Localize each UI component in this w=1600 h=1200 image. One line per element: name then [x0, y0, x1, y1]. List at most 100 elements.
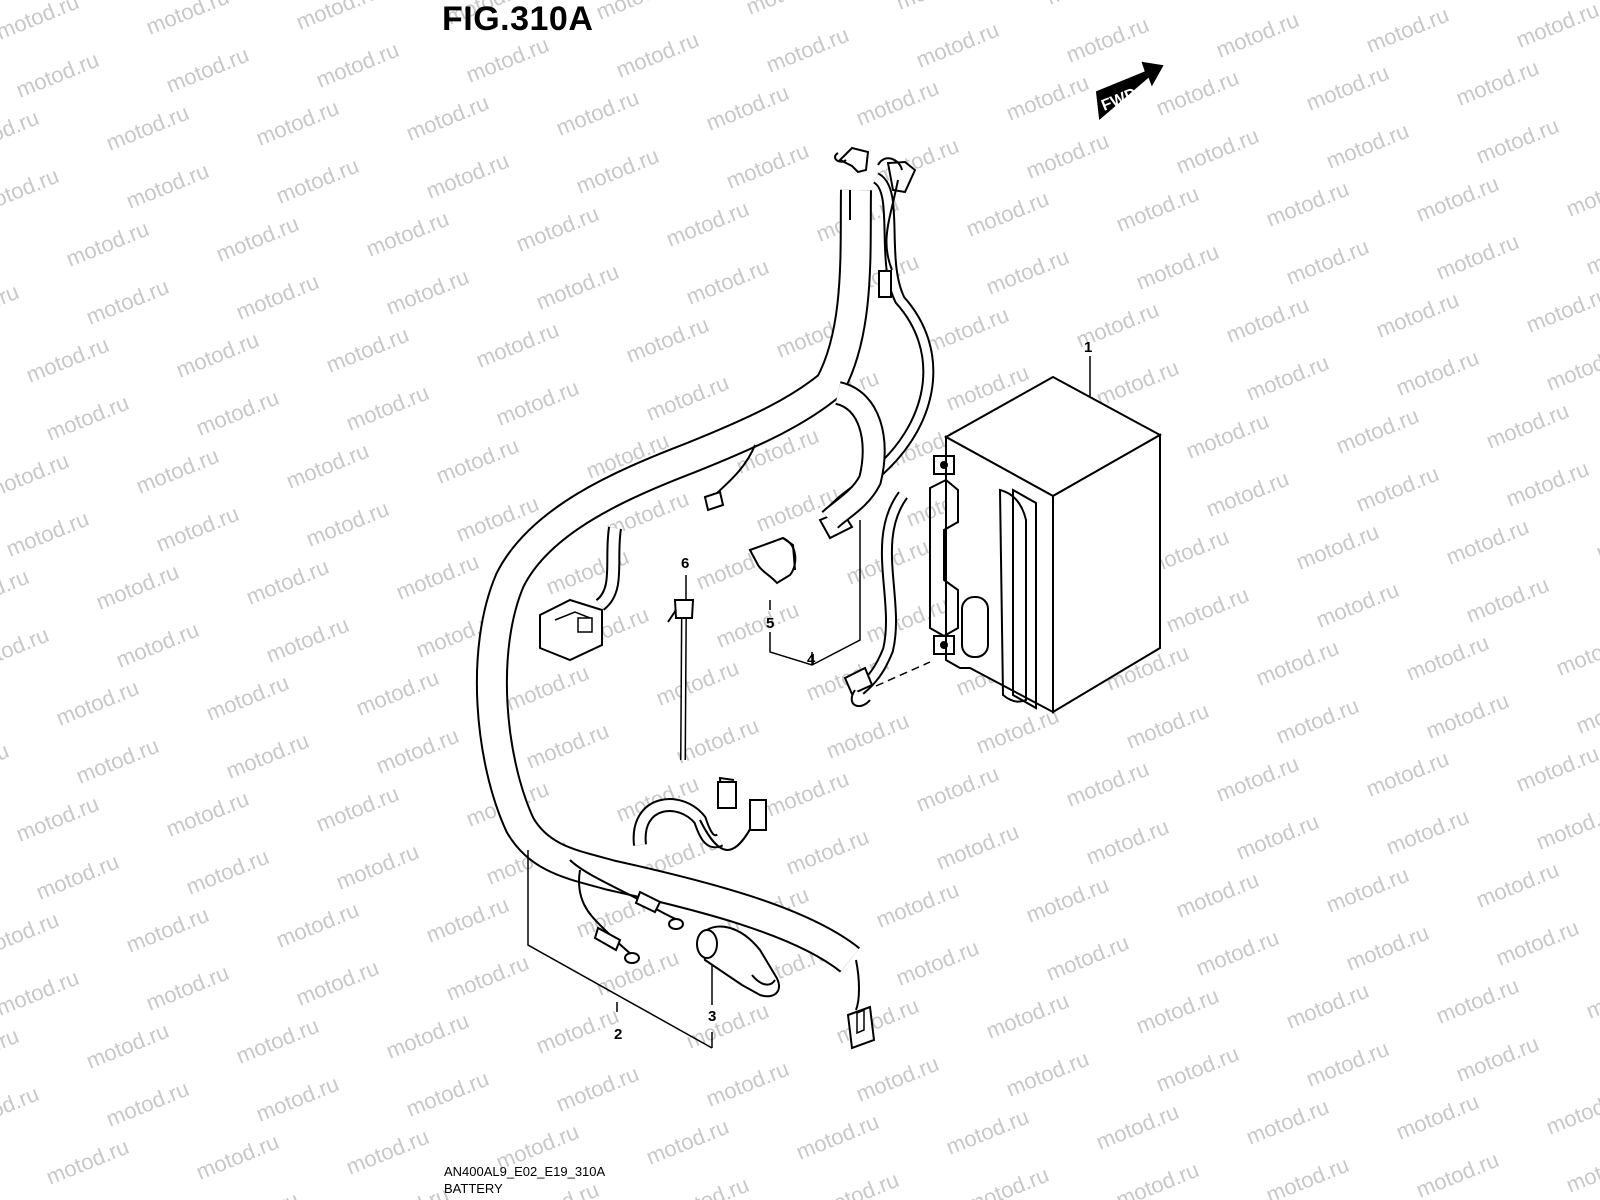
watermark-text: motod.ru [63, 216, 153, 272]
callout-3: 3 [708, 1008, 716, 1025]
watermark-text: motod.ru [593, 0, 683, 25]
watermark-text: motod.ru [1023, 872, 1113, 928]
watermark-text: motod.ru [683, 254, 773, 310]
watermark-text: motod.ru [1373, 287, 1463, 343]
watermark-text: motod.ru [873, 877, 963, 933]
watermark-text: motod.ru [1583, 968, 1600, 1024]
watermark-text: motod.ru [333, 839, 423, 895]
watermark-text: motod.ru [623, 312, 713, 368]
watermark-text: motod.ru [1213, 751, 1303, 807]
callout-1: 1 [1084, 339, 1092, 356]
watermark-text: motod.ru [373, 723, 463, 779]
watermark-text: motod.ru [1363, 746, 1453, 802]
callout-labels: 1 2 3 4 5 6 [614, 339, 1092, 1043]
watermark-text: motod.ru [1393, 345, 1483, 401]
watermark-text: motod.ru [913, 17, 1003, 73]
watermark-text: motod.ru [1243, 350, 1333, 406]
watermark-text: motod.ru [1503, 456, 1593, 512]
watermark-text: motod.ru [363, 206, 453, 262]
watermark-text: motod.ru [0, 221, 2, 277]
watermark-text: motod.ru [853, 75, 943, 131]
watermark-text: motod.ru [1533, 799, 1600, 855]
watermark-text: motod.ru [1433, 973, 1523, 1029]
cable-tie-part [667, 599, 695, 761]
watermark-text: motod.ru [383, 1008, 473, 1064]
watermark-text: motod.ru [863, 592, 953, 648]
watermark-text: motod.ru [103, 1076, 193, 1132]
watermark-text: motod.ru [0, 105, 42, 161]
watermark-text: motod.ru [763, 766, 853, 822]
watermark-text: motod.ru [743, 0, 833, 20]
watermark-text: motod.ru [1423, 688, 1513, 744]
watermark-text: motod.ru [1333, 403, 1423, 459]
watermark-text: motod.ru [1573, 683, 1600, 739]
watermark-text: motod.ru [253, 95, 343, 151]
watermark-text: motod.ru [113, 617, 203, 673]
watermark-text: motod.ru [0, 965, 82, 1021]
watermark-text: motod.ru [1263, 1152, 1353, 1200]
watermark-text: motod.ru [123, 158, 213, 214]
watermark-text: motod.ru [13, 791, 103, 847]
watermark-text: motod.ru [143, 960, 233, 1016]
watermark-text: motod.ru [213, 1187, 303, 1200]
watermark-text: motod.ru [1233, 809, 1323, 865]
watermark-text: motod.ru [1043, 930, 1133, 986]
watermark-text: motod.ru [1283, 978, 1373, 1034]
watermark-text: motod.ru [1383, 804, 1473, 860]
watermark-text: motod.ru [913, 761, 1003, 817]
watermark-text: motod.ru [1403, 630, 1493, 686]
watermark-text: motod.ru [1563, 1142, 1600, 1198]
watermark-text: motod.ru [783, 824, 873, 880]
watermark-text: motod.ru [1003, 70, 1093, 126]
watermark-text: motod.ru [763, 22, 853, 78]
watermark-text: motod.ru [1153, 65, 1243, 121]
watermark-text: motod.ru [253, 1071, 343, 1127]
watermark-text: motod.ru [243, 554, 333, 610]
watermark-text: motod.ru [593, 945, 683, 1001]
watermark-text: motod.ru [3, 506, 93, 562]
watermark-text: motod.ru [43, 390, 133, 446]
watermark-text: motod.ru [523, 718, 613, 774]
watermark-text: motod.ru [343, 1124, 433, 1180]
watermark-text: motod.ru [423, 892, 513, 948]
watermark-text: motod.ru [503, 660, 593, 716]
watermark-text: motod.ru [513, 1177, 603, 1200]
watermark-text: motod.ru [1133, 239, 1223, 295]
watermark-text: motod.ru [1023, 128, 1113, 184]
watermark-text: motod.ru [353, 665, 443, 721]
watermark-text: motod.ru [473, 317, 563, 373]
watermark-text: motod.ru [173, 327, 263, 383]
watermark-text: motod.ru [1563, 166, 1600, 222]
watermark-text: motod.ru [1093, 1099, 1183, 1155]
watermark-text: motod.ru [273, 153, 363, 209]
watermark-text: motod.ru [1083, 814, 1173, 870]
watermark-text: motod.ru [983, 988, 1073, 1044]
watermark-text: motod.ru [0, 622, 52, 678]
watermark-text: motod.ru [1493, 915, 1583, 971]
watermark-text: motod.ru [283, 438, 373, 494]
watermark-text: motod.ru [223, 728, 313, 784]
watermark-text: motod.ru [403, 90, 493, 146]
watermark-text: motod.ru [33, 849, 123, 905]
watermark-text: motod.ru [1583, 224, 1600, 280]
watermark-text: motod.ru [1193, 0, 1283, 5]
watermark-text: motod.ru [1413, 171, 1503, 227]
watermark-text: motod.ru [683, 998, 773, 1054]
watermark-text: motod.ru [263, 612, 353, 668]
watermark-text: motod.ru [183, 844, 273, 900]
terminal-cap-part [696, 925, 780, 998]
watermark-text: motod.ru [1043, 0, 1133, 10]
watermark-text: motod.ru [1363, 2, 1453, 58]
watermark-text: motod.ru [0, 738, 12, 794]
callout-6: 6 [681, 555, 689, 572]
watermark-text: motod.ru [1243, 1094, 1333, 1150]
watermark-text: motod.ru [1183, 408, 1273, 464]
watermark-text: motod.ru [1453, 55, 1543, 111]
callout-4: 4 [807, 651, 816, 668]
figure-name: BATTERY [444, 1181, 503, 1196]
watermark-text: motod.ru [553, 85, 643, 141]
watermark-text: motod.ru [1543, 340, 1600, 396]
callout-2: 2 [614, 1026, 622, 1043]
watermark-text: motod.ru [513, 201, 603, 257]
watermark-text: motod.ru [1393, 1089, 1483, 1145]
